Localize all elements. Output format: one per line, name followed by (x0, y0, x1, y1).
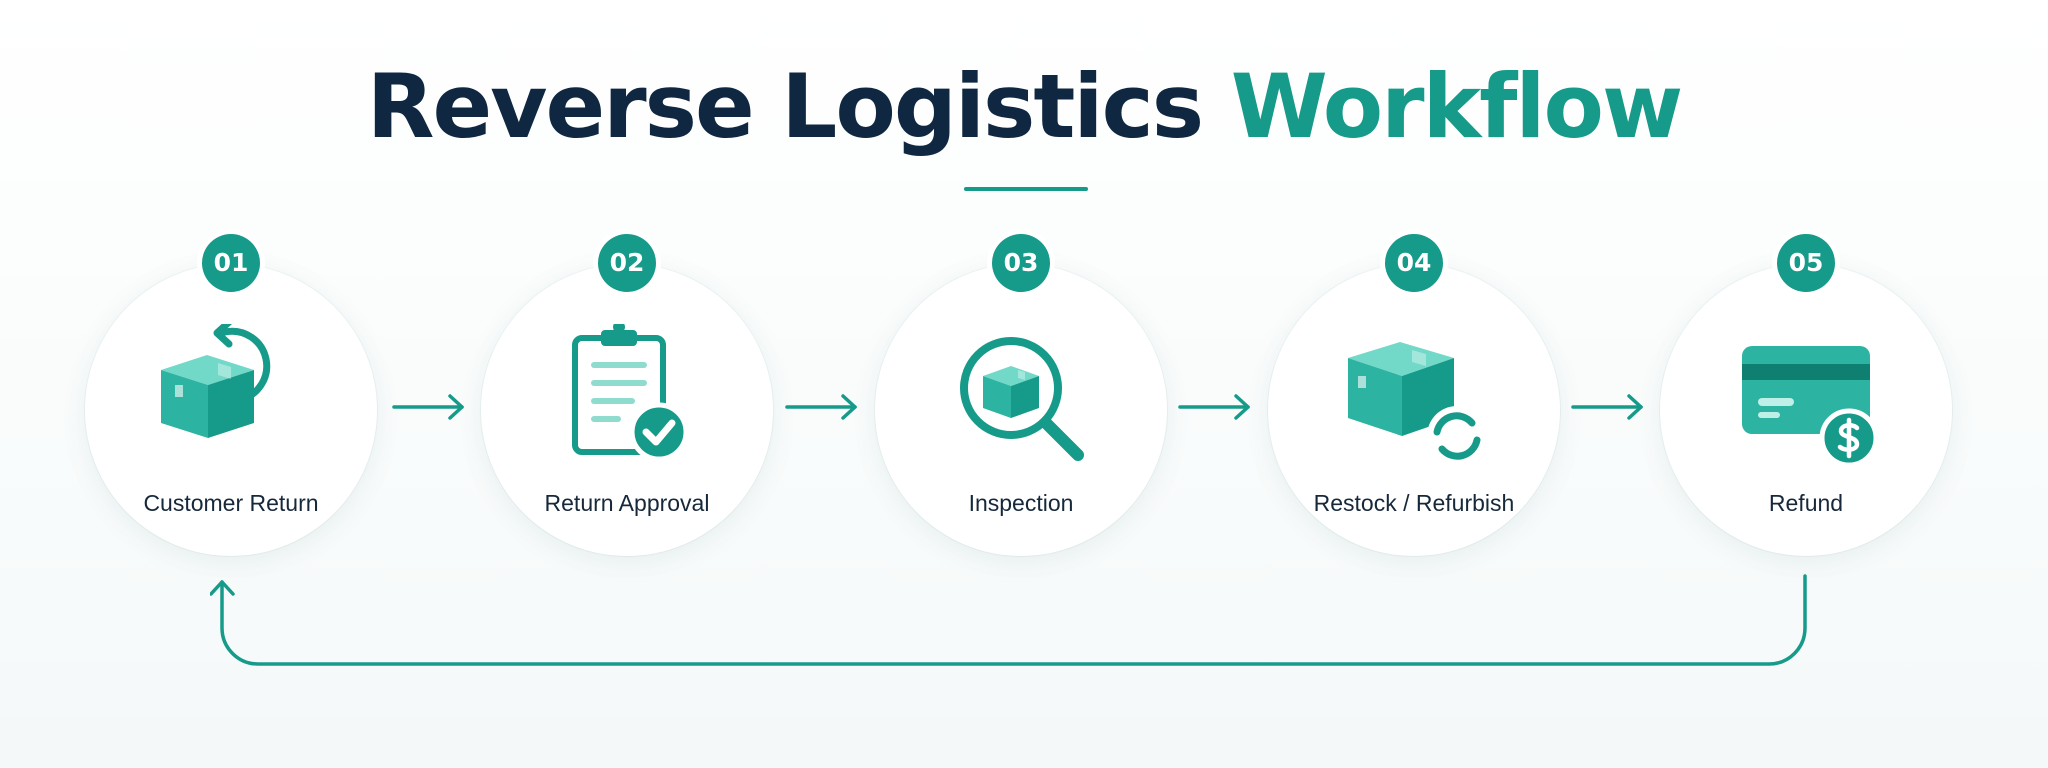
step-restock-refurbish: 04 Restock / Refurbish (1268, 234, 1560, 556)
step-inspection: 03 Inspection (875, 234, 1167, 556)
arrow-right-icon (392, 394, 464, 420)
arrow-right-icon (1571, 394, 1643, 420)
magnifier-box-icon (960, 337, 1084, 461)
step-label: Return Approval (544, 490, 710, 516)
step-number-badge: 04 (1385, 234, 1443, 292)
arrow-right-icon (1178, 394, 1250, 420)
box-refresh-icon (1348, 342, 1484, 464)
title-underline (964, 187, 1088, 191)
step-number-badge: 02 (598, 234, 656, 292)
step-number-badge: 03 (992, 234, 1050, 292)
step-number-badge: 05 (1777, 234, 1835, 292)
step-customer-return: 01 Customer Return (85, 234, 377, 556)
step-label: Restock / Refurbish (1313, 490, 1515, 516)
clipboard-check-icon (572, 324, 689, 462)
step-label: Customer Return (143, 490, 319, 516)
title-main: Reverse Logistics (366, 55, 1204, 158)
title-accent: Workflow (1230, 55, 1684, 158)
arrow-right-icon (785, 394, 857, 420)
step-label: Refund (1768, 490, 1844, 516)
step-number-badge: 01 (202, 234, 260, 292)
credit-card-dollar-icon (1742, 346, 1876, 464)
step-label: Inspection (968, 490, 1074, 516)
step-return-approval: 02 Return Approval (481, 234, 773, 556)
return-loop-arrow (210, 574, 1807, 666)
box-return-icon (161, 324, 271, 438)
page-title: Reverse Logistics Workflow (0, 52, 2048, 162)
step-refund: 05 Refund (1660, 234, 1952, 556)
